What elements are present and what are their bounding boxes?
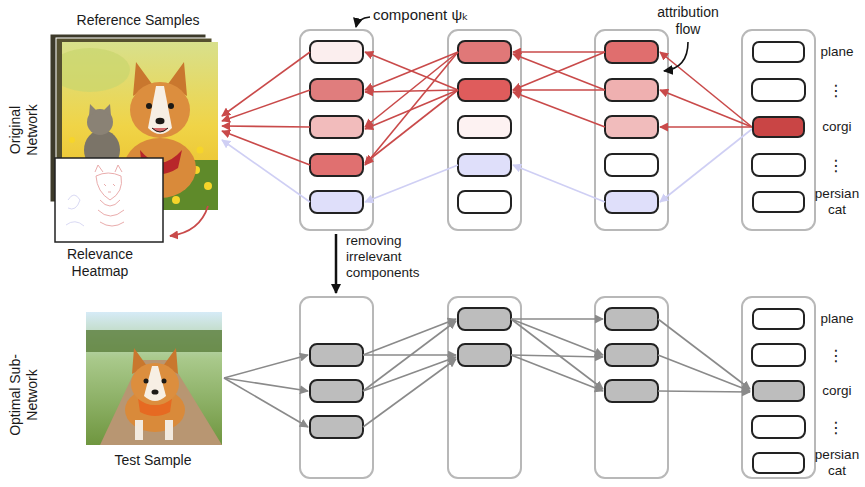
pruning-arrow	[335, 234, 338, 293]
corgi-blaze	[148, 86, 172, 134]
ellipsis: ⋮	[826, 156, 846, 175]
corgi-head	[130, 82, 190, 138]
callout-arrow	[356, 17, 370, 27]
corgi-head	[131, 363, 179, 405]
output-neuron: persian cat	[752, 452, 805, 474]
callout-text: attribution flow	[651, 4, 725, 38]
ellipsis: ⋮	[826, 81, 846, 100]
output-neuron: plane	[752, 308, 805, 330]
row-title: Original Network	[7, 90, 41, 170]
neuron	[310, 41, 805, 438]
corgi-mouth	[152, 128, 168, 132]
photo-foliage	[62, 48, 130, 92]
subnetwork-arrow	[224, 319, 750, 427]
output-neuron: persian cat	[752, 191, 805, 213]
test-photo	[86, 312, 222, 445]
output-neuron: plane	[752, 41, 805, 63]
output-neuron: corgi	[752, 380, 805, 402]
class-label: persian cat	[812, 186, 862, 217]
layer-frame	[300, 30, 815, 478]
callout-text: component ψₖ	[373, 6, 493, 24]
step-text: removing irrelevant components	[346, 233, 446, 282]
corgi-nose	[152, 389, 159, 394]
photo-background	[86, 312, 222, 445]
callout-arrow	[664, 42, 688, 71]
ellipsis: ⋮	[826, 346, 846, 365]
row-title: Optimal Sub-Network	[7, 345, 41, 445]
image-caption: Test Sample	[83, 452, 223, 469]
cat-ears	[89, 104, 111, 116]
corgi-nose	[156, 118, 165, 124]
class-label: persian cat	[812, 447, 862, 478]
class-label: plane	[812, 44, 862, 60]
ellipsis: ⋮	[826, 418, 846, 437]
class-label: corgi	[812, 119, 862, 135]
heatmap-image	[55, 158, 163, 242]
heatmap-negative	[66, 195, 84, 226]
heatmap-relevance	[95, 165, 124, 226]
photo-trees	[86, 330, 222, 352]
negative-attribution-arrow	[222, 129, 752, 202]
heatmap-arrow	[170, 206, 208, 236]
output-neuron: corgi	[752, 116, 805, 138]
image-caption: Reference Samples	[53, 12, 223, 29]
class-label: corgi	[812, 383, 862, 399]
corgi-blaze	[144, 366, 166, 401]
class-label: plane	[812, 311, 862, 327]
photo-path	[100, 360, 222, 445]
image-caption: Relevance Heatmap	[50, 246, 150, 280]
